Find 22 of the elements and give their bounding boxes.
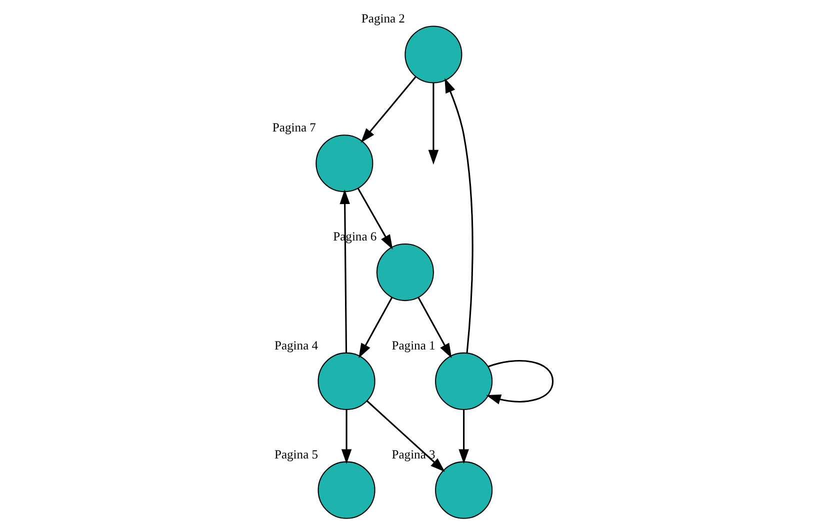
arrow	[340, 189, 350, 353]
node-circle	[435, 352, 493, 410]
arrow	[341, 409, 352, 464]
arrow	[444, 78, 474, 354]
arrow	[486, 360, 554, 404]
node-circle	[318, 352, 376, 410]
node-label: Pagina 7	[272, 120, 316, 135]
node-circle	[318, 461, 376, 519]
node-circle	[376, 244, 434, 302]
node-label: Pagina 4	[274, 338, 318, 352]
node-label: Pagina 5	[274, 447, 318, 462]
arrow	[360, 76, 416, 143]
arrow	[418, 297, 452, 358]
node-label: Pagina 2	[361, 12, 405, 26]
node-circle	[435, 461, 493, 519]
arrow	[458, 409, 469, 464]
node-label: Pagina 1	[392, 338, 436, 352]
arrow	[366, 400, 445, 472]
node-circle	[404, 26, 462, 84]
arrow	[357, 188, 393, 250]
node-circle	[316, 134, 374, 192]
arrow	[358, 297, 393, 358]
